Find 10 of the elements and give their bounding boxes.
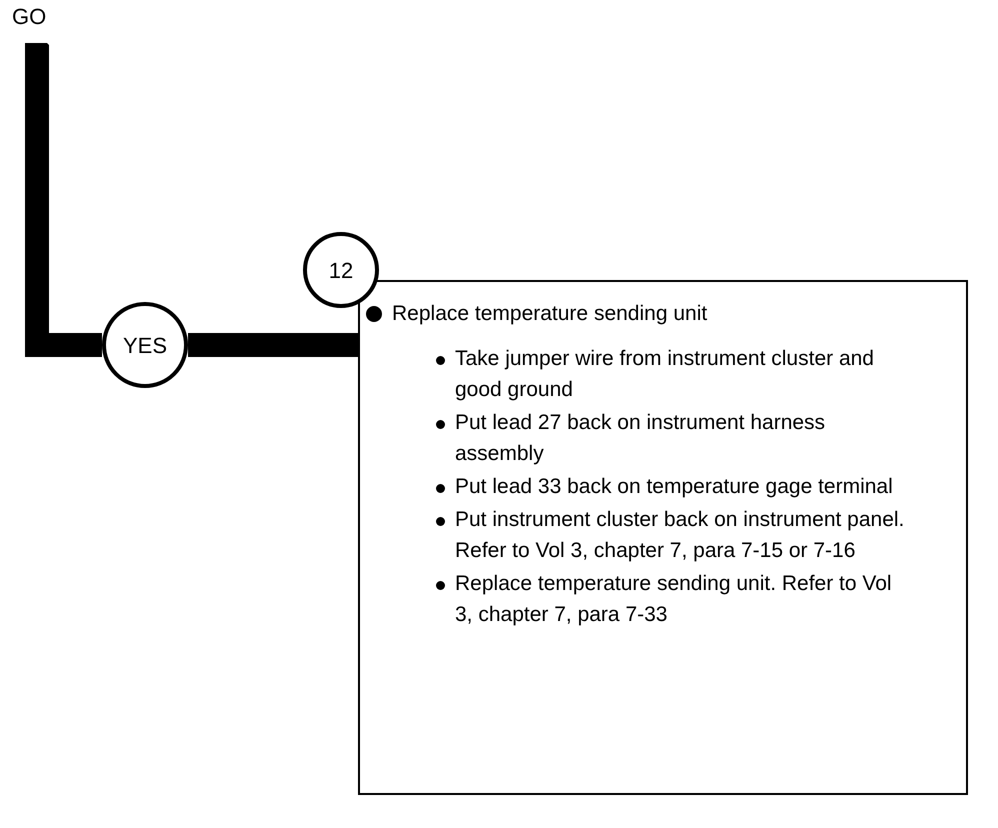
- instruction-item: Put instrument cluster back on instrument panel. Refer to Vol 3, chapter 7, para 7-15 or 7-16: [455, 507, 905, 564]
- instruction-item: Put lead 33 back on temperature gage terminal: [455, 474, 894, 500]
- instruction-box: [358, 280, 968, 795]
- start-label: GO: [12, 4, 46, 29]
- step-heading: Replace temperature sending unit: [392, 301, 708, 327]
- flow-line: [25, 43, 102, 357]
- instruction-item: Replace temperature sending unit. Refer to Vol 3, chapter 7, para 7-33: [455, 571, 893, 628]
- instruction-item: Take jumper wire from instrument cluster and good ground: [455, 346, 875, 403]
- instruction-item: Put lead 27 back on instrument harness assembly: [455, 410, 826, 467]
- flow-line: [188, 333, 358, 357]
